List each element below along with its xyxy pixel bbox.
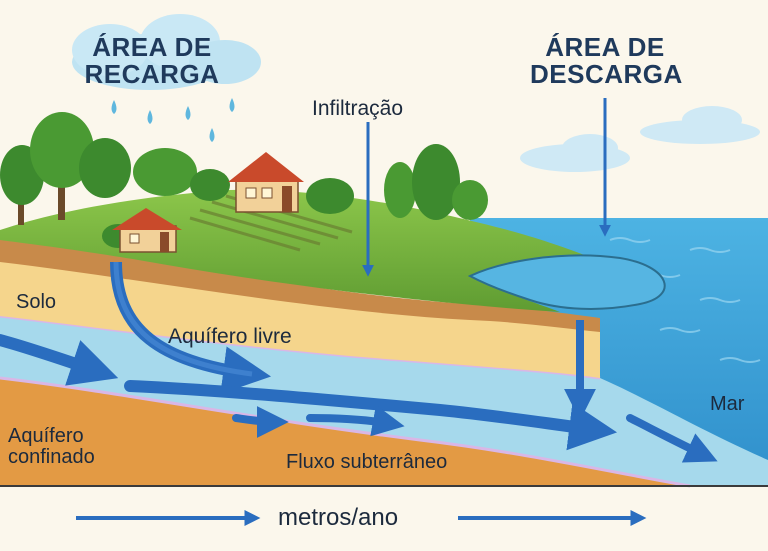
scale-label: metros/ano [278,504,399,531]
recharge-area-title: ÁREA DE RECARGA [82,32,222,90]
confined-aquifer-layer [0,378,690,486]
topsoil-layer [0,236,600,332]
infiltration-label: Infiltração [312,97,404,120]
groundwater-flow-label: Fluxo subterrâneo [286,451,448,473]
recharge-area-line1: ÁREA DE [92,32,212,62]
groundwater-flow-arrows [0,334,718,463]
discharge-area-title: ÁREA DE DESCARGA [530,32,683,90]
soil-label: Solo [16,291,57,313]
discharge-area-line2: DESCARGA [530,59,683,90]
unconfined-aquifer-label: Aquífero livre [168,325,292,348]
recharge-area-line2: RECARGA [84,59,220,90]
rain-cloud-icon [72,14,261,90]
cloud-icon [520,106,760,172]
sea-label: Mar [710,393,745,415]
raindrops-icon [111,98,235,142]
shore-inlet [467,254,666,310]
discharge-area-line1: ÁREA DE [545,32,665,62]
house-icon [228,152,304,213]
tree-icon [0,112,488,248]
house-icon [112,208,182,253]
confined-aquifer-line1: Aquífero [8,425,84,447]
confined-aquifer-label: Aquífero confinado [8,426,95,468]
confined-aquifer-line2: confinado [8,446,95,468]
